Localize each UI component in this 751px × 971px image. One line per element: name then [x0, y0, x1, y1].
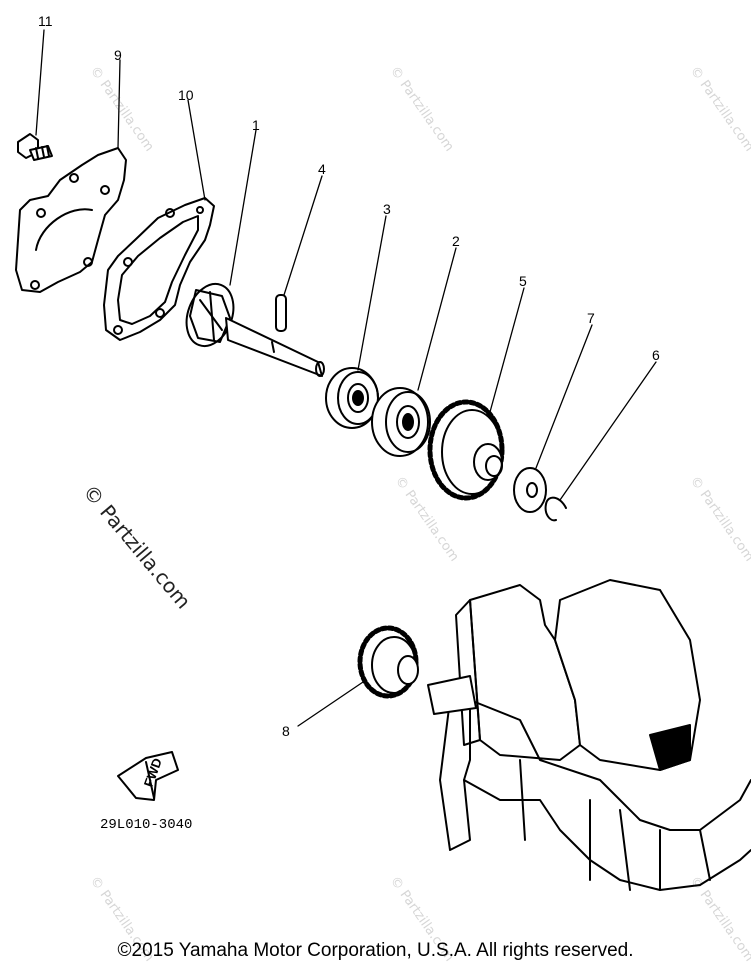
- part-1-impeller-shaft: [185, 283, 325, 377]
- part-6-circlip: [544, 496, 567, 522]
- callout-labels: 11 9 10 1 4 3 2 5 7 6 8: [38, 13, 660, 739]
- part-9-cover: [15, 147, 127, 293]
- part-3-bearing: [325, 367, 379, 429]
- callout-2: 2: [452, 233, 460, 249]
- fwd-arrow: [117, 751, 179, 801]
- callout-1: 1: [252, 117, 260, 133]
- part-2-bearing: [371, 387, 431, 457]
- part-4-pin: [275, 294, 287, 332]
- callout-3: 3: [383, 201, 391, 217]
- part-10-gasket: [103, 197, 215, 341]
- diagram-code: 29L010-3040: [100, 817, 192, 833]
- callout-5: 5: [519, 273, 527, 289]
- callout-6: 6: [652, 347, 660, 363]
- callout-7: 7: [587, 310, 595, 326]
- part-8-drive-gear: [357, 625, 419, 699]
- callout-10: 10: [178, 87, 194, 103]
- part-7-washer: [513, 467, 547, 513]
- copyright-notice: ©2015 Yamaha Motor Corporation, U.S.A. A…: [117, 940, 634, 961]
- leader-lines: [35, 29, 657, 727]
- watermark-faint: © Partzilla.com: [87, 64, 157, 155]
- watermark-faint: © Partzilla.com: [687, 64, 751, 155]
- part-5-gear: [427, 399, 505, 501]
- part-11-bolt: [17, 133, 53, 161]
- watermark-main: © Partzilla.com: [78, 480, 196, 614]
- crankshaft-assembly: [427, 579, 751, 891]
- watermark-faint: © Partzilla.com: [387, 64, 457, 155]
- callout-4: 4: [318, 161, 326, 177]
- callout-8: 8: [282, 723, 290, 739]
- watermark-faint: © Partzilla.com: [687, 474, 751, 565]
- callout-9: 9: [114, 47, 122, 63]
- callout-11: 11: [38, 13, 53, 29]
